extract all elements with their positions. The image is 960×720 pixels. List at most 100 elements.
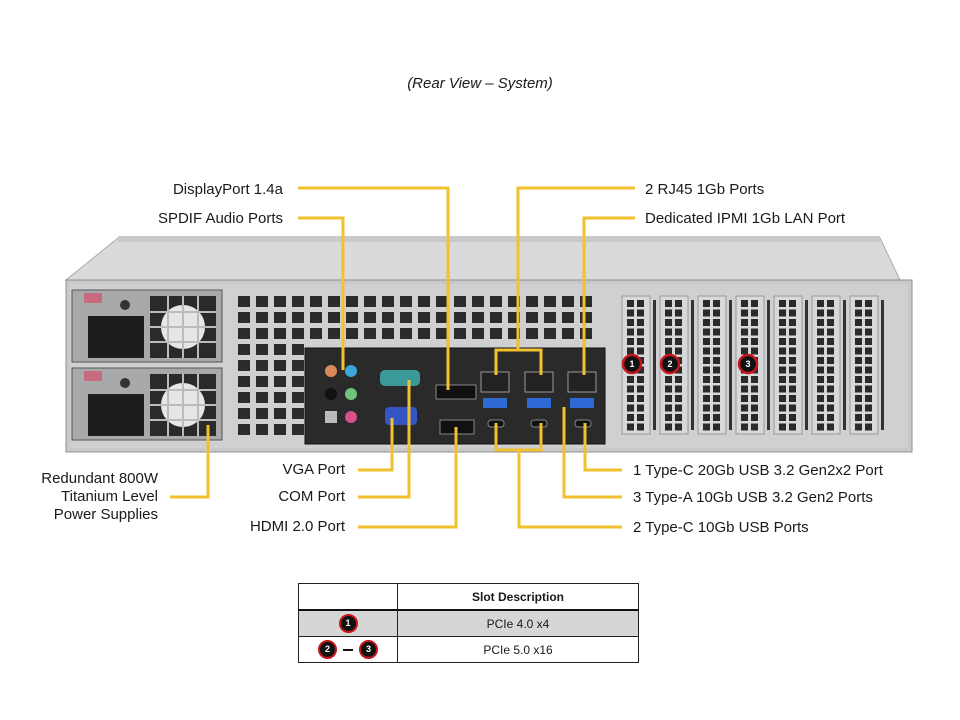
- slot-divider: [691, 300, 694, 430]
- vent-hole: [346, 296, 358, 307]
- slot-vent-hole: [779, 376, 786, 383]
- vent-hole: [400, 312, 412, 323]
- vent-hole: [454, 312, 466, 323]
- slot-vent-hole: [789, 347, 796, 355]
- callout-lines: [170, 186, 635, 529]
- slot-vent-hole: [855, 376, 862, 383]
- slot-vent-hole: [827, 328, 834, 336]
- slot-vent-hole: [817, 357, 824, 364]
- slot-vent-hole: [817, 300, 824, 307]
- slot-vent-hole: [637, 300, 644, 307]
- line-psu: [170, 425, 210, 499]
- slot-vent-hole: [865, 404, 872, 412]
- slot-vent-hole: [789, 414, 796, 421]
- vent-hole: [274, 408, 286, 419]
- slot-vent-hole: [713, 300, 720, 307]
- slot-vent-hole: [865, 376, 872, 383]
- slot-vent-hole: [713, 385, 720, 393]
- slot-vent-hole: [855, 328, 862, 336]
- svg-text:1: 1: [629, 359, 634, 369]
- slot-vent-hole: [855, 385, 862, 393]
- slot-vent-hole: [779, 423, 786, 431]
- slot-vent-hole: [751, 404, 758, 412]
- slot-vent-hole: [789, 404, 796, 412]
- line-displayport: [298, 186, 450, 390]
- vent-hole: [274, 296, 286, 307]
- slot-vent-hole: [827, 338, 834, 345]
- vent-hole: [346, 312, 358, 323]
- vent-hole: [238, 408, 250, 419]
- label-vga: VGA Port: [282, 461, 345, 478]
- vent-hole: [256, 424, 268, 435]
- vent-hole: [292, 376, 304, 387]
- label-usbc-20gb: 1 Type-C 20Gb USB 3.2 Gen2x2 Port: [633, 462, 883, 479]
- slot-vent-hole: [713, 357, 720, 364]
- vent-hole: [292, 296, 304, 307]
- slot-vent-hole: [675, 328, 682, 336]
- slot-vent-hole: [751, 414, 758, 421]
- vent-hole: [418, 296, 430, 307]
- audio-ports: [325, 365, 357, 423]
- vent-hole: [562, 312, 574, 323]
- slot-vent-hole: [637, 319, 644, 326]
- slot-vent-hole: [675, 300, 682, 307]
- vent-hole: [436, 328, 448, 339]
- slot-vent-hole: [827, 309, 834, 317]
- slot-vent-hole: [713, 423, 720, 431]
- slot-vent-hole: [855, 338, 862, 345]
- vent-hole: [256, 328, 268, 339]
- vent-hole: [238, 312, 250, 323]
- slot-vent-hole: [713, 395, 720, 402]
- slot-vent-hole: [827, 357, 834, 364]
- slot-vent-hole: [789, 319, 796, 326]
- vent-hole: [526, 312, 538, 323]
- range-dash: [343, 648, 353, 651]
- slot-vent-hole: [675, 423, 682, 431]
- slot-vent-hole: [751, 376, 758, 383]
- vent-hole: [292, 392, 304, 403]
- slot-vent-hole: [713, 338, 720, 345]
- slot-vent-hole: [741, 328, 748, 336]
- slot-vent-hole: [703, 309, 710, 317]
- header-description: Slot Description: [397, 583, 639, 611]
- line-usbc-10gb: [517, 450, 622, 529]
- slot-vent-hole: [751, 328, 758, 336]
- vent-hole: [310, 328, 322, 339]
- slot-vent-hole: [789, 338, 796, 345]
- slot-vent-hole: [817, 309, 824, 317]
- slot-vent-hole: [713, 404, 720, 412]
- slot-vent-hole: [827, 376, 834, 383]
- vent-hole: [508, 312, 520, 323]
- slot-vent-hole: [627, 404, 634, 412]
- vent-hole: [256, 360, 268, 371]
- label-com: COM Port: [278, 488, 345, 505]
- vent-hole: [292, 408, 304, 419]
- slot-vent-hole: [817, 319, 824, 326]
- slot-vent-hole: [751, 395, 758, 402]
- slot-vent-hole: [855, 319, 862, 326]
- vent-hole: [328, 328, 340, 339]
- slot-vent-hole: [789, 395, 796, 402]
- slot-vent-hole: [855, 357, 862, 364]
- vent-hole: [274, 312, 286, 323]
- vent-hole: [292, 312, 304, 323]
- vent-hole: [418, 312, 430, 323]
- vent-hole: [274, 328, 286, 339]
- slot-vent-hole: [627, 328, 634, 336]
- vent-hole: [292, 328, 304, 339]
- chassis-top-lip: [118, 236, 880, 242]
- figure-caption: (Rear View – System): [407, 75, 553, 92]
- vent-hole: [562, 296, 574, 307]
- slot-vent-hole: [713, 309, 720, 317]
- label-ipmi: Dedicated IPMI 1Gb LAN Port: [645, 210, 846, 227]
- slot-divider: [805, 300, 808, 430]
- usb-c-ports: [487, 419, 592, 428]
- slot-vent-hole: [855, 395, 862, 402]
- slot-vent-hole: [665, 347, 672, 355]
- label-hdmi: HDMI 2.0 Port: [249, 518, 345, 535]
- slot-vent-hole: [675, 347, 682, 355]
- slot-divider: [767, 300, 770, 430]
- slot-vent-hole: [741, 338, 748, 345]
- vent-hole: [382, 328, 394, 339]
